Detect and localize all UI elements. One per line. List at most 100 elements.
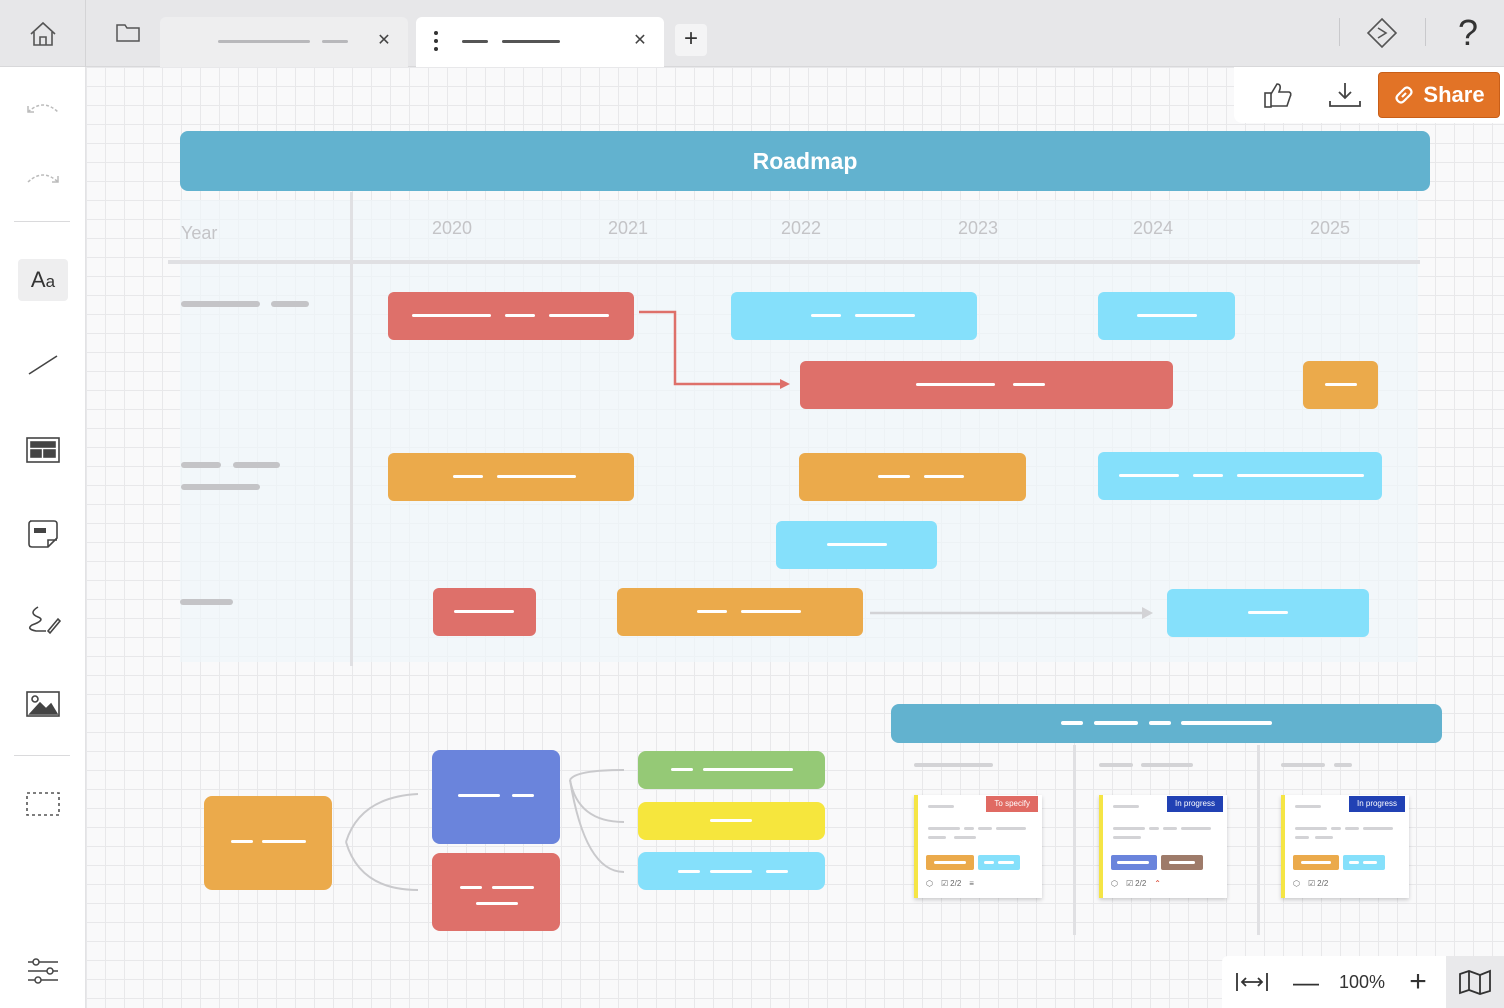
roadmap-item[interactable] [800, 361, 1173, 409]
kanban-column-divider [1257, 745, 1260, 935]
kanban-header[interactable] [891, 704, 1442, 743]
share-label: Share [1423, 82, 1485, 107]
divider [1339, 18, 1340, 46]
kanban-card[interactable]: In progress ⬡ ☑2/2 ⌃ [1099, 795, 1227, 898]
roadmap-item[interactable] [1098, 292, 1235, 340]
roadmap-item[interactable] [1167, 589, 1369, 637]
zoom-out-button[interactable]: — [1293, 966, 1319, 997]
close-tab-icon[interactable]: ✕ [633, 32, 647, 49]
kanban-card[interactable]: To specify ⬡ ☑2/2 ≡ [914, 795, 1042, 898]
checklist-count: 2/2 [1135, 879, 1147, 888]
roadmap-item[interactable] [617, 588, 863, 636]
zoom-level: 100% [1338, 971, 1386, 992]
pen-tool-button[interactable] [18, 599, 68, 641]
roadmap-title[interactable]: Roadmap [180, 131, 1430, 191]
like-button[interactable] [1256, 77, 1300, 113]
settings-button[interactable] [18, 950, 68, 992]
divider [1425, 18, 1426, 46]
folder-button[interactable] [100, 10, 156, 54]
roadmap-item[interactable] [799, 453, 1026, 501]
row-label-placeholder [233, 462, 280, 468]
tab-title-placeholder [218, 40, 310, 43]
roadmap-item[interactable] [433, 588, 536, 636]
kanban-card[interactable]: In progress ⬡ ☑2/2 [1281, 795, 1409, 898]
row-label-placeholder [271, 301, 309, 307]
text-tool-icon: Aa [30, 267, 56, 292]
year-label: 2021 [608, 218, 649, 238]
present-button[interactable] [1360, 14, 1404, 52]
row-label-placeholder [181, 301, 260, 307]
add-tab-button[interactable]: + [675, 24, 707, 56]
text-tool-button[interactable]: Aa [18, 259, 68, 301]
thumbs-up-icon [1264, 83, 1292, 108]
tab-menu-icon[interactable] [430, 29, 442, 55]
row-label-placeholder [180, 599, 233, 605]
roadmap-item[interactable] [1303, 361, 1378, 409]
kanban-column-title-placeholder [1281, 763, 1325, 767]
fit-width-button[interactable] [1230, 964, 1274, 1000]
image-icon [26, 691, 60, 717]
year-header-label: Year [181, 223, 218, 243]
home-icon [29, 21, 56, 46]
roadmap-item[interactable] [776, 521, 937, 569]
kanban-column-title-placeholder [1334, 763, 1352, 767]
undo-button[interactable] [18, 87, 68, 129]
line-tool-icon [28, 355, 58, 375]
status-badge: In progress [1348, 796, 1405, 812]
roadmap-item[interactable] [1098, 452, 1382, 500]
share-button[interactable]: Share [1378, 72, 1500, 118]
card-meta: ⬡ ☑2/2 [1293, 879, 1328, 888]
mindmap-node[interactable] [432, 750, 560, 844]
home-button[interactable] [0, 0, 86, 67]
mindmap-leaf-node[interactable] [638, 751, 825, 789]
template-button[interactable] [18, 429, 68, 471]
card-meta: ⬡ ☑2/2 ≡ [926, 879, 974, 888]
minimap-button[interactable] [1446, 956, 1504, 1008]
timeline-background [180, 200, 1418, 662]
year-label: 2022 [781, 218, 822, 238]
timeline-label-divider [350, 192, 353, 666]
kanban-column-title-placeholder [914, 763, 993, 767]
status-badge: To specify [986, 796, 1038, 812]
frame-button[interactable] [18, 783, 68, 825]
card-meta: ⬡ ☑2/2 ⌃ [1111, 879, 1161, 888]
roadmap-item[interactable] [731, 292, 977, 340]
left-toolbar: Aa [0, 67, 86, 1008]
cost-icon: ⬡ [926, 879, 933, 888]
frame-icon [26, 792, 60, 816]
checklist-icon: ☑ [940, 879, 949, 888]
kanban-column-title-placeholder [1141, 763, 1193, 767]
zoom-in-button[interactable]: + [1409, 965, 1427, 998]
redo-icon [27, 174, 59, 183]
folder-icon [116, 24, 140, 42]
help-icon[interactable]: ? [1457, 12, 1479, 53]
sticky-note-button[interactable] [18, 513, 68, 555]
top-bar: ✕ ✕ + ? [0, 0, 1504, 67]
mindmap-root-node[interactable] [204, 796, 332, 890]
present-icon [1366, 17, 1398, 49]
line-tool-button[interactable] [18, 343, 68, 385]
tab-inactive[interactable]: ✕ [160, 17, 408, 67]
download-icon [1329, 83, 1361, 107]
roadmap-item[interactable] [388, 453, 634, 501]
roadmap-item[interactable] [388, 292, 634, 340]
mindmap-leaf-node[interactable] [638, 852, 825, 890]
pen-icon [28, 606, 62, 635]
timeline-header-divider [168, 260, 1420, 264]
checklist-icon: ☑ [1307, 879, 1316, 888]
mindmap-node[interactable] [432, 853, 560, 931]
image-button[interactable] [18, 683, 68, 725]
priority-high-icon: ⌃ [1154, 879, 1161, 888]
tab-title-placeholder [502, 40, 560, 43]
undo-icon [27, 104, 59, 113]
divider [14, 755, 70, 756]
mindmap-leaf-node[interactable] [638, 802, 825, 840]
divider [14, 221, 70, 222]
download-button[interactable] [1323, 77, 1367, 113]
cost-icon: ⬡ [1111, 879, 1118, 888]
status-badge: In progress [1166, 796, 1223, 812]
checklist-count: 2/2 [950, 879, 962, 888]
redo-button[interactable] [18, 157, 68, 199]
close-tab-icon[interactable]: ✕ [377, 32, 391, 49]
tab-active[interactable]: ✕ [416, 17, 664, 67]
